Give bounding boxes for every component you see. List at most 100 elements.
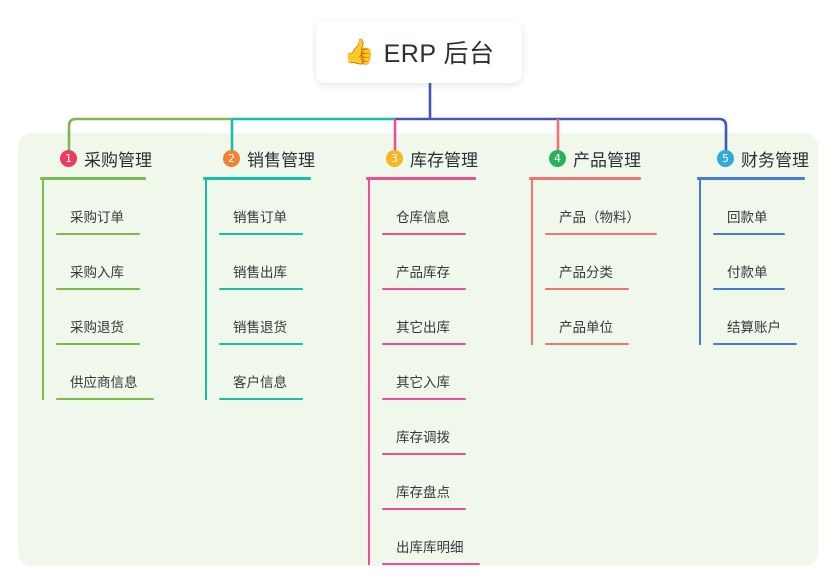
branch-item-rule bbox=[382, 343, 466, 345]
root-node[interactable]: 👍 ERP 后台 bbox=[316, 21, 522, 83]
branch-item-rule bbox=[382, 288, 466, 290]
branch-badge-icon: 1 bbox=[60, 149, 77, 167]
branch-item[interactable]: 产品库存 bbox=[382, 235, 478, 290]
branch-item[interactable]: 产品分类 bbox=[545, 235, 641, 290]
branch-item[interactable]: 采购退货 bbox=[56, 290, 152, 345]
branch-item-rule bbox=[382, 453, 466, 455]
branch-badge-icon: 2 bbox=[223, 149, 240, 167]
branch-title: 采购管理 bbox=[84, 150, 152, 170]
branch-item[interactable]: 产品（物料） bbox=[545, 180, 657, 235]
branch-item[interactable]: 供应商信息 bbox=[56, 345, 154, 400]
branch-item-label: 采购订单 bbox=[70, 210, 124, 225]
branch-item[interactable]: 库存调拨 bbox=[382, 400, 478, 455]
root-node-title: ERP 后台 bbox=[383, 40, 495, 68]
branch-item[interactable]: 其它出库 bbox=[382, 290, 478, 345]
branch-item[interactable]: 产品单位 bbox=[545, 290, 641, 345]
branch-item-label: 销售订单 bbox=[233, 210, 287, 225]
branch-item-label: 采购退货 bbox=[70, 320, 124, 335]
branch-header-rule bbox=[203, 177, 311, 180]
branch-item[interactable]: 付款单 bbox=[713, 235, 809, 290]
branch-item-label: 产品单位 bbox=[559, 320, 613, 335]
branch-item-list: 产品（物料） 产品分类产品单位 bbox=[529, 180, 657, 345]
branch-item-rule bbox=[382, 233, 466, 235]
branch-badge-icon: 3 bbox=[386, 149, 403, 167]
branch-badge-icon: 5 bbox=[717, 149, 734, 167]
branch-header-3[interactable]: 3 库存管理 bbox=[366, 146, 478, 170]
branch-item-label: 库存调拨 bbox=[396, 430, 450, 445]
branch-spine bbox=[531, 180, 533, 345]
branch-item-rule bbox=[219, 233, 303, 235]
branch-item-rule bbox=[545, 233, 657, 235]
branch-item-label: 结算账户 bbox=[727, 320, 781, 335]
branch-header-rule bbox=[40, 177, 146, 180]
branch-header-rule bbox=[697, 177, 805, 180]
branches-panel bbox=[18, 133, 818, 566]
branch-item-rule bbox=[545, 343, 629, 345]
branch-item-list: 销售订单销售出库销售退货客户信息 bbox=[203, 180, 315, 400]
branch-spine bbox=[699, 180, 701, 345]
branch-header-4[interactable]: 4 产品管理 bbox=[529, 146, 641, 170]
branch-item[interactable]: 仓库信息 bbox=[382, 180, 478, 235]
branch-item-rule bbox=[713, 288, 785, 290]
branch-title: 产品管理 bbox=[573, 150, 641, 170]
branch-item[interactable]: 其它入库 bbox=[382, 345, 478, 400]
branch-item-label: 付款单 bbox=[727, 265, 768, 280]
branch-item[interactable]: 出库库明细 bbox=[382, 510, 480, 565]
branch-item-list: 仓库信息产品库存其它出库其它入库库存调拨库存盘点出库库明细 bbox=[366, 180, 480, 565]
branch-item-rule bbox=[713, 343, 797, 345]
branch-item-label: 产品库存 bbox=[396, 265, 450, 280]
branch-item-label: 销售出库 bbox=[233, 265, 287, 280]
branch-item-label: 客户信息 bbox=[233, 375, 287, 390]
branch-item-label: 其它入库 bbox=[396, 375, 450, 390]
branch-item-label: 出库库明细 bbox=[396, 540, 464, 555]
branch-item[interactable]: 销售退货 bbox=[219, 290, 315, 345]
branch-item[interactable]: 库存盘点 bbox=[382, 455, 478, 510]
branch-item-rule bbox=[56, 233, 140, 235]
branch-item-label: 其它出库 bbox=[396, 320, 450, 335]
branch-column-4: 4 产品管理产品（物料） 产品分类产品单位 bbox=[529, 146, 657, 345]
branch-item-label: 供应商信息 bbox=[70, 375, 138, 390]
branch-item-label: 库存盘点 bbox=[396, 485, 450, 500]
branch-spine bbox=[368, 180, 370, 565]
branch-header-2[interactable]: 2 销售管理 bbox=[203, 146, 315, 170]
branch-item[interactable]: 回款单 bbox=[713, 180, 809, 235]
branch-item-rule bbox=[545, 288, 629, 290]
branch-item-list: 回款单付款单结算账户 bbox=[697, 180, 809, 345]
branch-header-5[interactable]: 5 财务管理 bbox=[697, 146, 809, 170]
branch-header-1[interactable]: 1 采购管理 bbox=[40, 146, 152, 170]
branch-item-rule bbox=[219, 288, 303, 290]
branch-item-rule bbox=[56, 343, 140, 345]
branch-item-label: 产品分类 bbox=[559, 265, 613, 280]
branch-item-rule bbox=[713, 233, 785, 235]
branch-title: 库存管理 bbox=[410, 150, 478, 170]
branch-item-label: 产品（物料） bbox=[559, 210, 640, 225]
branch-header-rule bbox=[366, 177, 476, 180]
branch-item-rule bbox=[56, 398, 154, 400]
branch-header-rule bbox=[529, 177, 641, 180]
branch-spine bbox=[42, 180, 44, 400]
branch-item-label: 仓库信息 bbox=[396, 210, 450, 225]
branch-item[interactable]: 结算账户 bbox=[713, 290, 809, 345]
branch-item-list: 采购订单采购入库采购退货供应商信息 bbox=[40, 180, 154, 400]
branch-column-3: 3 库存管理仓库信息产品库存其它出库其它入库库存调拨库存盘点出库库明细 bbox=[366, 146, 480, 565]
branch-spine bbox=[205, 180, 207, 400]
branch-title: 财务管理 bbox=[741, 150, 809, 170]
branch-item-rule bbox=[219, 343, 303, 345]
branch-item[interactable]: 客户信息 bbox=[219, 345, 315, 400]
branch-column-5: 5 财务管理回款单付款单结算账户 bbox=[697, 146, 809, 345]
branch-item-rule bbox=[382, 398, 466, 400]
branch-badge-icon: 4 bbox=[549, 149, 566, 167]
branch-column-1: 1 采购管理采购订单采购入库采购退货供应商信息 bbox=[40, 146, 154, 400]
branch-item[interactable]: 销售订单 bbox=[219, 180, 315, 235]
branch-column-2: 2 销售管理销售订单销售出库销售退货客户信息 bbox=[203, 146, 315, 400]
branch-item-rule bbox=[219, 398, 303, 400]
branch-item-rule bbox=[382, 563, 480, 565]
branch-item-label: 回款单 bbox=[727, 210, 768, 225]
branch-title: 销售管理 bbox=[247, 150, 315, 170]
branch-item[interactable]: 采购订单 bbox=[56, 180, 152, 235]
branch-item[interactable]: 采购入库 bbox=[56, 235, 152, 290]
branch-item-rule bbox=[382, 508, 466, 510]
branch-item[interactable]: 销售出库 bbox=[219, 235, 315, 290]
thumbs-up-icon: 👍 bbox=[343, 37, 375, 66]
